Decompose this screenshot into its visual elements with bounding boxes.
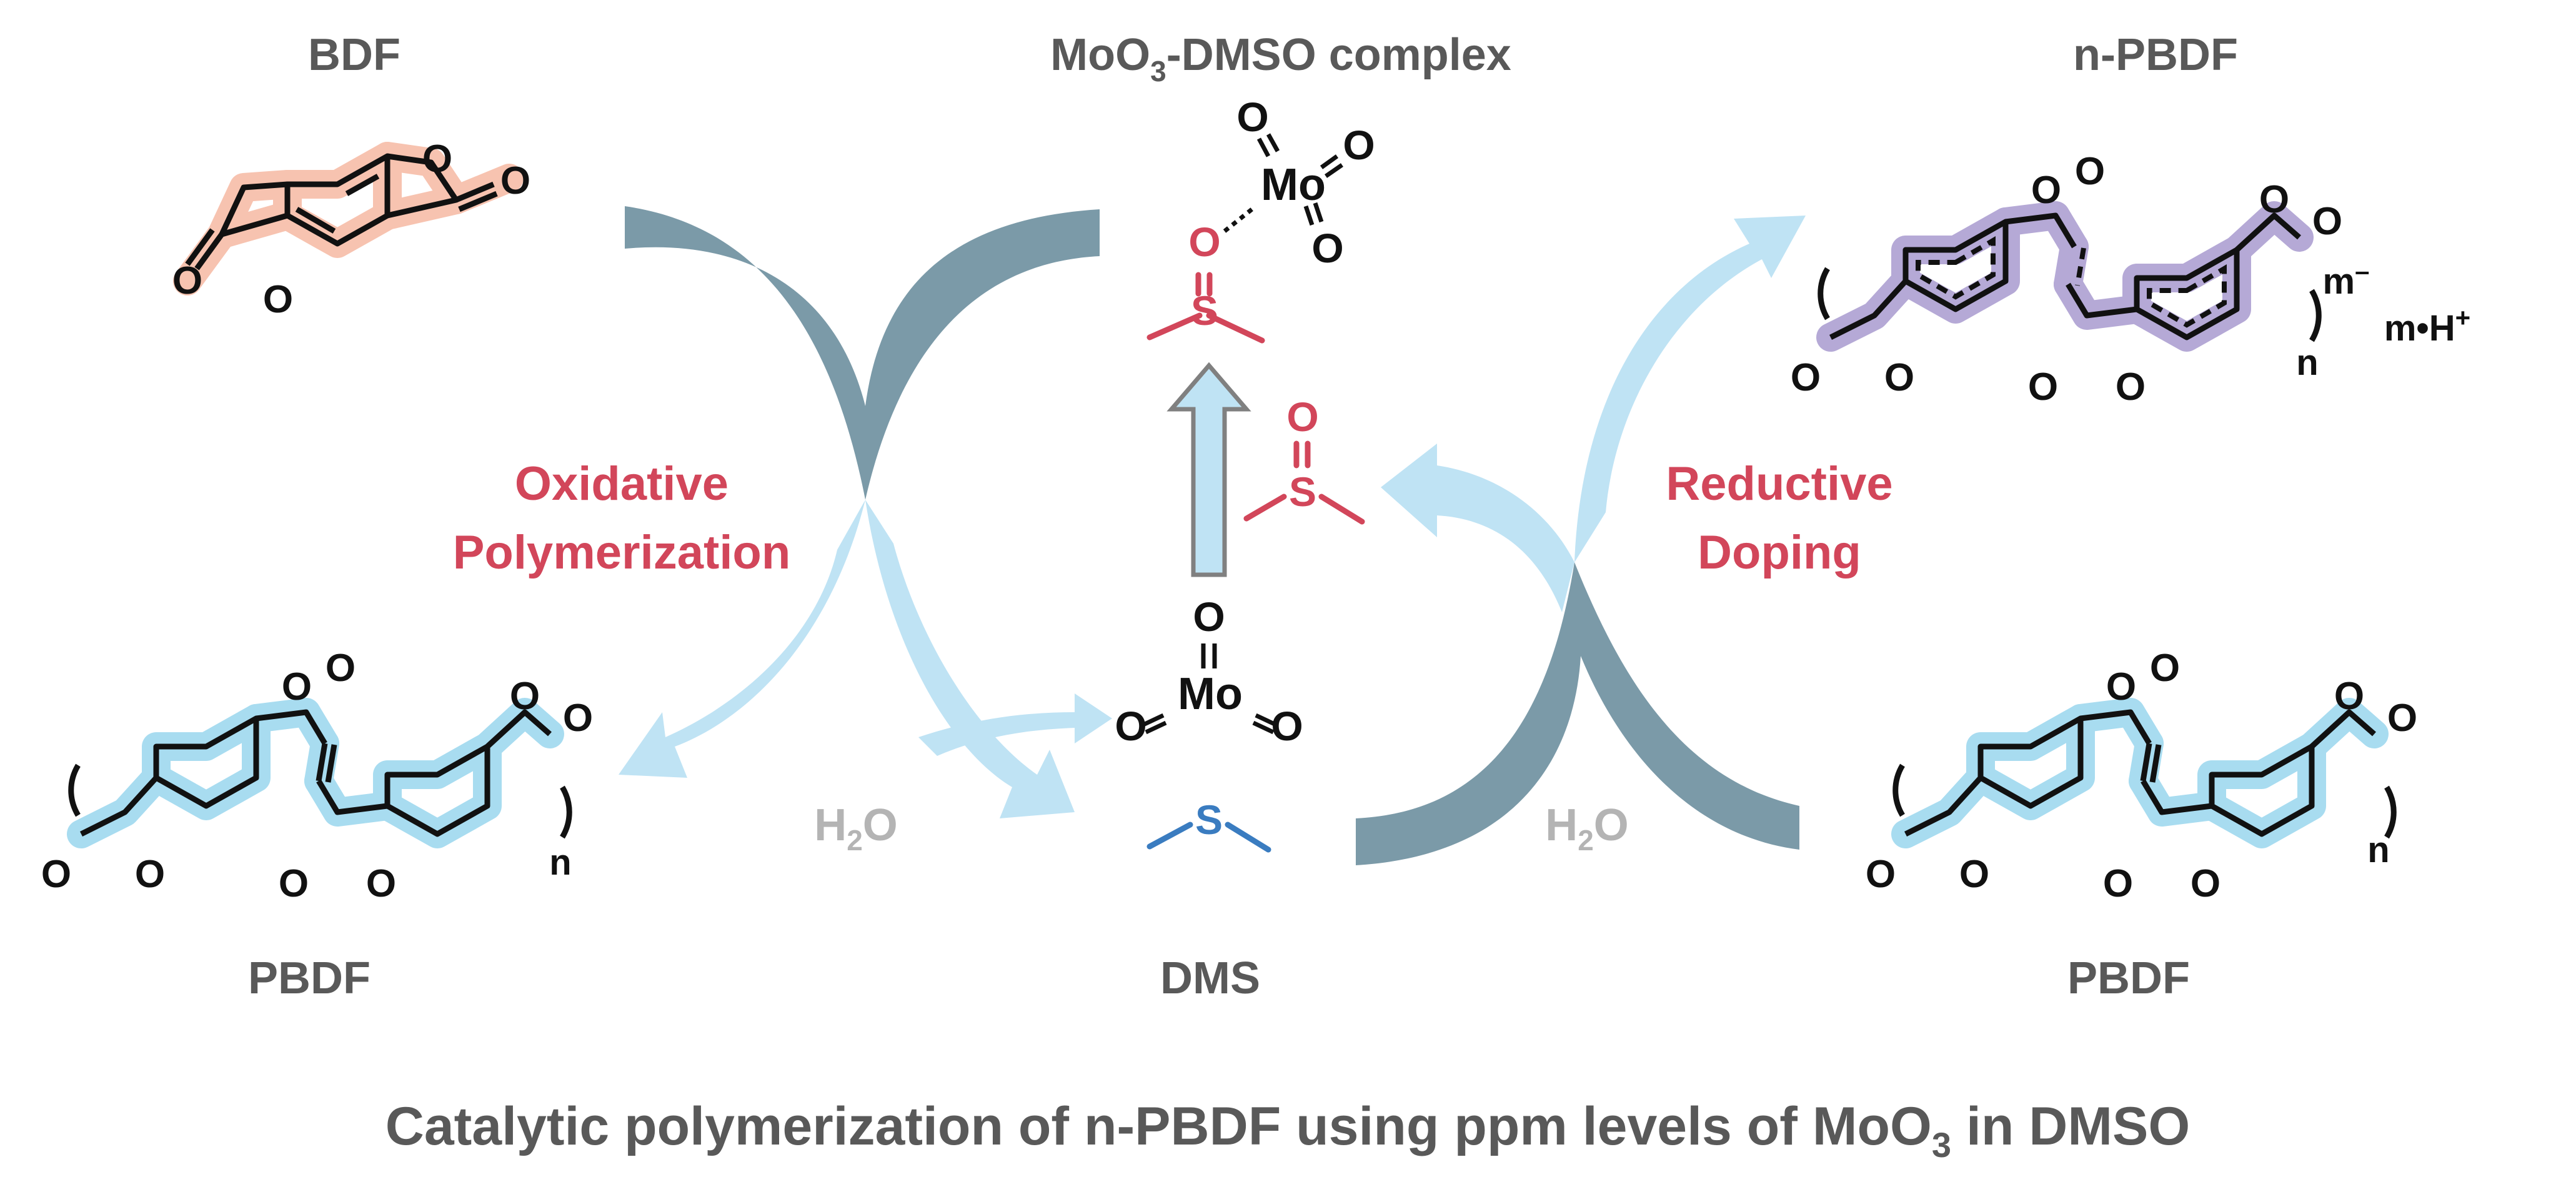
dmso-o: O <box>1286 394 1318 440</box>
water-label-right: H2O <box>1545 800 1629 857</box>
svg-text:O: O <box>41 853 71 896</box>
moo3-dmso-complex-structure: O S Mo O O O <box>1146 94 1375 344</box>
svg-text:O: O <box>1115 703 1146 749</box>
center-up-arrow <box>1166 362 1251 577</box>
npbdf-charge: m– <box>2323 256 2370 302</box>
arrow-reductive-to-dmso <box>1381 444 1574 612</box>
dms-structure: S <box>1146 797 1271 853</box>
svg-text:O: O <box>1866 853 1896 896</box>
npbdf-counterion: m•H+ <box>2384 303 2470 349</box>
svg-text:O: O <box>1236 94 1268 140</box>
svg-text:O: O <box>279 862 309 905</box>
svg-text:O: O <box>2387 697 2417 740</box>
svg-text:O: O <box>2150 647 2180 690</box>
pbdf-right-label: PBDF <box>2067 953 2190 1003</box>
svg-text:O: O <box>2031 169 2061 212</box>
svg-text:O: O <box>1311 225 1343 271</box>
svg-text:O: O <box>1193 594 1225 640</box>
svg-text:O: O <box>263 278 293 321</box>
pbdf-left-n: n <box>549 842 571 883</box>
dms-label: DMS <box>1160 953 1260 1003</box>
svg-text:O: O <box>2312 200 2342 243</box>
pbdf-right-structure: O O O O O O O O n <box>1866 647 2417 905</box>
moo3-structure: O Mo O O <box>1115 594 1303 749</box>
pbdf-right-n: n <box>2367 830 2389 870</box>
svg-text:O: O <box>422 137 452 181</box>
complex-sulfoxide-o: O <box>1188 219 1220 265</box>
dms-s: S <box>1195 797 1223 843</box>
dmso-structure: O S <box>1243 394 1365 525</box>
svg-text:O: O <box>2334 675 2364 718</box>
arrow-to-moo3 <box>918 693 1112 756</box>
svg-text:O: O <box>135 853 165 896</box>
svg-text:O: O <box>563 697 593 740</box>
svg-text:O: O <box>1791 356 1821 399</box>
svg-text:O: O <box>2106 665 2136 708</box>
water-label-left: H2O <box>814 800 898 857</box>
pbdf-left-structure: O O O O O O O O n <box>41 647 593 905</box>
svg-text:O: O <box>1884 356 1914 399</box>
bdf-label: BDF <box>308 30 400 80</box>
arrow-oxidative-to-pbdf <box>619 500 865 778</box>
moo3-mo-atom: Mo <box>1178 669 1243 719</box>
reductive-label-line1: Reductive <box>1666 457 1892 510</box>
complex-label: MoO3-DMSO complex <box>1050 30 1511 87</box>
svg-text:O: O <box>366 862 396 905</box>
svg-text:O: O <box>172 259 202 302</box>
dmso-s: S <box>1289 469 1316 515</box>
svg-text:O: O <box>1343 122 1375 168</box>
svg-text:O: O <box>326 647 356 690</box>
svg-text:O: O <box>500 159 530 202</box>
oxidative-label-line1: Oxidative <box>515 457 729 510</box>
arrow-reductive-to-npbdf <box>1574 216 1806 562</box>
svg-text:O: O <box>2028 365 2058 409</box>
svg-text:O: O <box>510 675 540 718</box>
npbdf-label: n-PBDF <box>2073 30 2238 80</box>
svg-text:O: O <box>2103 862 2133 905</box>
pbdf-left-label: PBDF <box>248 953 370 1003</box>
arrow-oxidative-dark-band <box>625 206 1100 500</box>
reductive-label-line2: Doping <box>1698 526 1861 579</box>
svg-text:O: O <box>282 665 312 708</box>
bdf-structure: O O O O <box>172 137 530 321</box>
complex-mo-atom: Mo <box>1261 160 1326 210</box>
svg-text:O: O <box>2116 365 2146 409</box>
complex-sulfoxide-s: S <box>1191 287 1218 334</box>
npbdf-structure: O O O O O O O O n m– m•H+ <box>1791 150 2470 409</box>
arrow-oxidative-to-dms <box>865 500 1075 818</box>
npbdf-n: n <box>2296 342 2318 383</box>
svg-text:O: O <box>1271 703 1303 749</box>
oxidative-label-line2: Polymerization <box>453 526 791 579</box>
svg-text:O: O <box>2075 150 2105 193</box>
svg-text:O: O <box>2259 178 2289 221</box>
arrow-reductive-dark-band <box>1356 562 1799 865</box>
svg-text:O: O <box>1959 853 1989 896</box>
svg-text:O: O <box>2191 862 2220 905</box>
figure-caption: Catalytic polymerization of n-PBDF using… <box>385 1096 2191 1165</box>
